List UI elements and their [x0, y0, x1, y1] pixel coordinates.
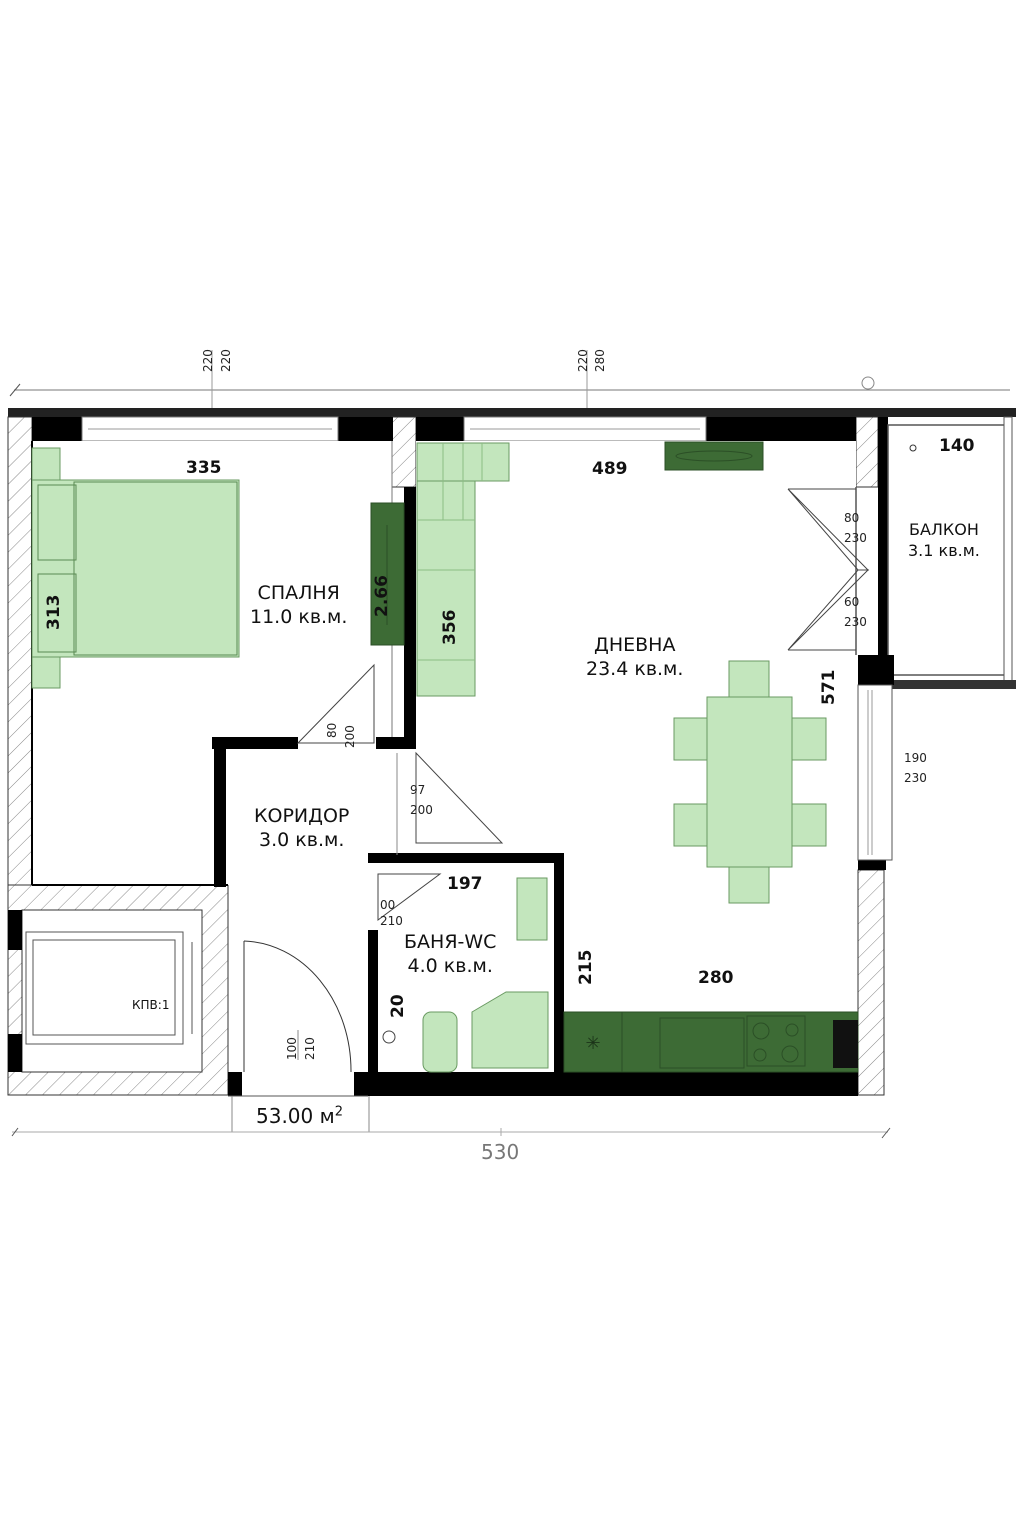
bedroom-area: 11.0 кв.м. [250, 606, 348, 628]
bottom-dimension-line [11, 1127, 891, 1139]
wall-bath-top [368, 853, 563, 863]
svg-text:✳: ✳ [585, 1033, 600, 1054]
living-window-top [463, 416, 707, 442]
elevator [8, 909, 203, 1073]
door-height: 210 [380, 914, 403, 928]
living-door-swing[interactable] [415, 751, 504, 844]
balcony-door-2-dims: 60 230 [844, 592, 867, 632]
living-label: ДНЕВНА 23.4 кв.м. [586, 633, 683, 681]
door-height: 230 [844, 531, 867, 545]
wall-bottom [368, 1072, 858, 1096]
door-width: 80 [844, 511, 860, 525]
living-door-dims: 97 200 [410, 780, 433, 820]
wall-bedroom-living [404, 487, 416, 749]
bathroom-width-dim: 197 [447, 874, 483, 894]
balcony-area: 3.1 кв.м. [908, 541, 980, 560]
bed [31, 447, 240, 689]
living-width-dim: 489 [592, 459, 628, 479]
living-name: ДНЕВНА [593, 634, 676, 656]
dining-table [673, 660, 827, 904]
wall-block [858, 655, 894, 685]
left-wall-hatch [7, 416, 33, 908]
overall-width-dim: 530 [481, 1140, 520, 1164]
wall-bath-right [554, 853, 564, 1073]
living-height-dim: 571 [819, 669, 839, 706]
bedroom-width-dim: 335 [186, 458, 222, 478]
sofa-dim: 356 [440, 609, 460, 646]
corridor-area: 3.0 кв.м. [259, 829, 345, 851]
wall-block [706, 417, 856, 441]
corridor-name: КОРИДОР [254, 805, 350, 827]
kitchen-height-dim: 215 [576, 949, 596, 986]
right-wall-hatch-top [855, 416, 879, 488]
bathroom-area: 4.0 кв.м. [407, 955, 493, 977]
entrance-door-w: 100 [285, 1037, 299, 1060]
top-mark-2: 220 [219, 349, 233, 372]
corridor-label: КОРИДОР 3.0 кв.м. [254, 804, 349, 852]
bedroom-name: СПАЛНЯ [257, 582, 340, 604]
balcony-name: БАЛКОН [908, 520, 979, 539]
door-width: 97 [410, 783, 426, 797]
entrance-door[interactable] [243, 940, 352, 1073]
wall-entrance-left [228, 1072, 242, 1096]
wall-block [32, 417, 82, 441]
door-width: 60 [844, 595, 860, 609]
wardrobe-dim: 2.66 [372, 575, 392, 617]
wall-block [416, 417, 464, 441]
bedroom-door-swing[interactable] [296, 663, 375, 744]
bathroom-door-swing[interactable] [377, 873, 442, 921]
sofa [416, 442, 510, 697]
kitchen-counter: ✳ [563, 1011, 859, 1073]
top-mark-4: 280 [593, 349, 607, 372]
living-window-right [857, 684, 893, 861]
bedroom-door-h: 200 [343, 725, 357, 748]
bathroom-name: БАНЯ-WC [404, 931, 497, 953]
bedroom-height-dim: 313 [44, 594, 64, 631]
wall-entrance-right [354, 1072, 368, 1096]
elevator-label: КПВ:1 [132, 998, 170, 1012]
balcony-door-2-swing[interactable] [787, 569, 870, 651]
top-mark-1: 220 [201, 349, 215, 372]
total-area-unit-sup: 2 [334, 1104, 343, 1120]
balcony-width-dim: 140 [939, 436, 975, 456]
living-area: 23.4 кв.м. [586, 658, 684, 680]
balcony-label: БАЛКОН 3.1 кв.м. [908, 519, 980, 561]
bathroom-fixtures [382, 877, 549, 1073]
wall-bath-left [368, 930, 378, 1090]
top-wall [8, 408, 1016, 417]
balcony [878, 416, 1016, 689]
bathroom-side-dim: 20 [388, 994, 408, 1018]
partition-hatch [391, 416, 417, 488]
wall-corridor-top-right [376, 737, 416, 749]
bedroom-door-w: 80 [325, 722, 339, 738]
entrance-door-h: 210 [303, 1037, 317, 1060]
kitchen-width-dim: 280 [698, 968, 734, 988]
door-width: 00 [380, 898, 396, 912]
wall-corridor-left [214, 737, 226, 887]
window-height: 230 [904, 771, 927, 785]
total-area-value: 53.00 м [256, 1104, 335, 1128]
window-width: 190 [904, 751, 927, 765]
tv-unit [664, 441, 764, 471]
wall-block [858, 858, 886, 870]
bathroom-label: БАНЯ-WC 4.0 кв.м. [404, 930, 496, 978]
wardrobe [370, 502, 405, 646]
bath-door-dims: 00 210 [380, 897, 403, 929]
living-window-dims: 190 230 [904, 748, 927, 788]
bedroom-label: СПАЛНЯ 11.0 кв.м. [250, 581, 347, 629]
right-wall-hatch-bottom [857, 869, 885, 1096]
wall-block [338, 417, 393, 441]
door-height: 230 [844, 615, 867, 629]
total-area: 53.00 м2 [256, 1104, 343, 1128]
wall-corridor-top [212, 737, 298, 749]
balcony-door-1-dims: 80 230 [844, 508, 867, 548]
door-height: 200 [410, 803, 433, 817]
bedroom-window [81, 416, 339, 442]
